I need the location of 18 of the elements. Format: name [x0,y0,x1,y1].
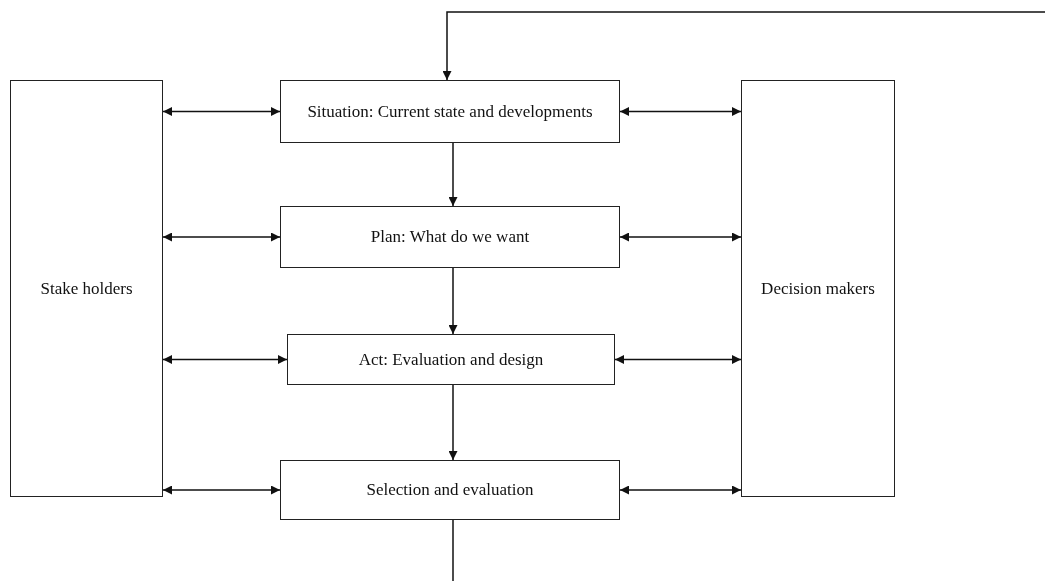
arrow [619,232,742,242]
process-box: Act: Evaluation and design [287,334,615,385]
process-box: Decision makers [741,80,895,497]
arrow [448,384,458,461]
arrow [448,267,458,335]
arrow [162,107,281,116]
process-box: Plan: What do we want [280,206,620,268]
arrow [619,485,742,495]
process-box: Situation: Current state and developments [280,80,620,143]
arrow [442,11,1045,81]
arrow [448,142,458,207]
arrow [162,232,281,242]
process-box: Selection and evaluation [280,460,620,520]
arrow [162,355,288,364]
arrow [162,485,281,495]
process-box: Stake holders [10,80,163,497]
arrow [614,355,742,364]
arrow [619,107,742,116]
